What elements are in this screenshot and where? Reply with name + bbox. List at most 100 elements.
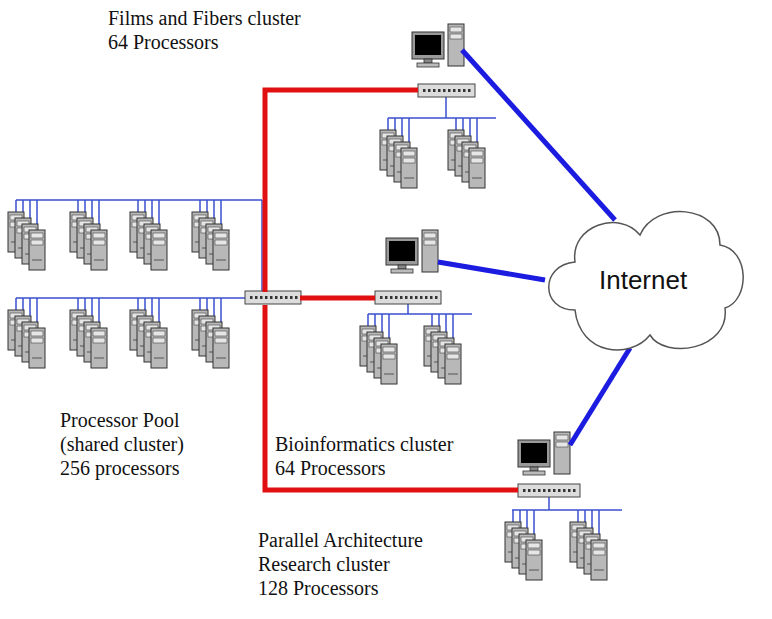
processor-count: 64 Processors: [275, 456, 386, 480]
server-bay: [153, 338, 165, 343]
server-tower: [29, 230, 45, 270]
cloud-label: Internet: [599, 265, 687, 295]
server-bay: [153, 240, 165, 245]
server-tower: [401, 148, 417, 188]
server-bay: [447, 347, 459, 352]
head-node-computer: [386, 230, 438, 273]
server-wire: [455, 118, 457, 130]
server-bay: [471, 158, 483, 163]
cluster-bus: [548, 497, 550, 510]
server-bay: [153, 233, 165, 238]
server-slot: [384, 374, 394, 375]
cluster-link: [265, 90, 418, 292]
server-bay: [593, 543, 605, 548]
head-node-computer: [412, 24, 464, 67]
server-slot: [216, 358, 226, 359]
server-slot: [448, 374, 458, 375]
server-tower: [151, 230, 167, 270]
server-tower: [91, 230, 107, 270]
server-tower: [91, 328, 107, 368]
server-wire: [387, 118, 389, 130]
server-bay: [31, 240, 43, 245]
cluster-name: Processor Pool (shared cluster): [60, 408, 235, 456]
server-bay: [93, 240, 105, 245]
server-group: [70, 200, 107, 270]
server-wire: [431, 314, 433, 326]
server-group: [8, 298, 45, 368]
server-tower: [445, 344, 461, 384]
server-group: [380, 118, 417, 188]
server-slot: [154, 358, 164, 359]
server-wire: [137, 298, 139, 310]
server-group: [70, 298, 107, 368]
server-bay: [383, 347, 395, 352]
processor-count: 128 Processors: [258, 576, 379, 600]
cluster-bus: [512, 509, 622, 511]
cluster-bus: [16, 297, 245, 299]
cluster-bus: [16, 199, 262, 201]
server-tower: [469, 148, 485, 188]
server-slot: [32, 260, 42, 261]
server-tower: [213, 230, 229, 270]
server-bay: [528, 550, 540, 555]
cluster-bus: [445, 97, 447, 118]
server-bay: [215, 240, 227, 245]
server-slot: [472, 178, 482, 179]
server-bay: [31, 338, 43, 343]
cluster-region: Processor Pool (shared cluster)256 proce…: [0, 195, 305, 485]
server-wire: [77, 298, 79, 310]
server-slot: [529, 570, 539, 571]
server-bay: [93, 331, 105, 336]
network-switch: [245, 291, 301, 304]
server-wire: [15, 298, 17, 310]
cluster-bus: [407, 304, 409, 314]
server-tower: [591, 540, 607, 580]
cluster-name: Parallel Architecture Research cluster: [258, 528, 490, 576]
cluster-region: Parallel Architecture Research cluster12…: [255, 430, 635, 615]
internet-cloud: Internet: [535, 190, 750, 365]
server-bay: [31, 331, 43, 336]
server-wire: [15, 200, 17, 212]
server-wire: [199, 200, 201, 212]
server-bay: [93, 338, 105, 343]
server-slot: [216, 260, 226, 261]
server-slot: [94, 260, 104, 261]
server-bay: [215, 331, 227, 336]
internet-link: [570, 348, 630, 445]
server-bay: [403, 151, 415, 156]
server-group: [8, 200, 45, 270]
server-wire: [199, 298, 201, 310]
server-group: [505, 510, 542, 580]
server-wire: [367, 314, 369, 326]
server-wire: [577, 510, 579, 522]
network-switch: [375, 291, 441, 304]
server-wire: [77, 200, 79, 212]
server-bay: [528, 543, 540, 548]
internet-link: [438, 262, 545, 280]
server-wire: [137, 200, 139, 212]
server-bay: [593, 550, 605, 555]
cluster-name: Bioinformatics cluster: [275, 432, 453, 456]
processor-count: 256 processors: [60, 456, 179, 480]
server-bay: [153, 331, 165, 336]
server-slot: [154, 260, 164, 261]
server-tower: [151, 328, 167, 368]
server-bay: [403, 158, 415, 163]
server-group: [192, 298, 229, 368]
server-group: [448, 118, 485, 188]
server-group: [130, 298, 167, 368]
server-bay: [31, 233, 43, 238]
server-group: [192, 200, 229, 270]
server-tower: [381, 344, 397, 384]
server-slot: [94, 358, 104, 359]
cluster-name: Films and Fibers cluster: [108, 6, 301, 30]
cluster-region: Bioinformatics cluster64 Processors: [270, 230, 520, 480]
processor-count: 64 Processors: [108, 30, 219, 54]
cluster-bus: [368, 313, 472, 315]
server-slot: [404, 178, 414, 179]
internet-link: [462, 50, 615, 220]
server-tower: [526, 540, 542, 580]
cluster-link: [300, 296, 375, 301]
server-bay: [471, 151, 483, 156]
